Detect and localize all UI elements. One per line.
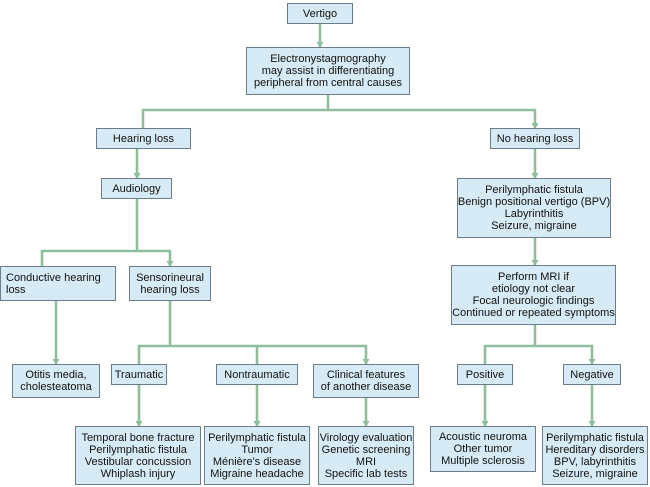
otitis-line: cholesteatoma [20,381,92,393]
list-line: BPV, labyrinthitis [553,455,637,468]
negative-line: Negative [570,368,614,381]
sensorineural-line: Sensorineural [136,271,204,284]
mri-line: Continued or repeated symptoms [452,307,615,319]
audiology-box: Audiology [101,178,172,199]
positive-line: Positive [465,368,505,381]
list-line: Vestibular concussion [84,455,192,468]
conductive-line: Conductive hearing [6,271,101,284]
clinical-features-box: Clinical features of another disease [313,364,419,398]
traumatic-box: Traumatic [111,364,167,385]
list-line: Other tumor [453,443,513,455]
conductive-box: Conductive hearing loss [0,266,116,301]
clinical-list-box: Virology evaluation Genetic screening MR… [318,426,414,485]
list-line: Virology evaluation [319,431,413,444]
no-hearing-loss-line: No hearing loss [496,132,574,145]
sensorineural-box: Sensorineural hearing loss [129,266,211,301]
connector-eng-branch [141,95,535,128]
eng-line: Electronystagmography [270,53,386,65]
conductive-line: loss [6,283,26,296]
nontraumatic-line: Nontraumatic [224,368,290,381]
mri-line: etiology not clear [491,283,576,295]
list-line: Genetic screening [321,443,411,456]
connector-mri-branch [483,325,592,364]
connector-sensorineural-branch [137,301,366,364]
mri-line: Focal neurologic findings [472,295,595,307]
connector-audiology-branch [40,199,170,266]
list-line: Perilymphatic fistula [546,431,644,444]
positive-list-box: Acoustic neuroma Other tumor Multiple sc… [430,426,536,472]
list-line: Benign positional vertigo (BPV) [457,196,611,208]
list-line: Hereditary disorders [545,443,645,456]
list-line: Perilymphatic fistula [208,431,306,444]
list-line: Multiple sclerosis [441,455,525,467]
list-line: Tumor [241,443,273,456]
nontraumatic-box: Nontraumatic [216,364,298,385]
list-line: Acoustic neuroma [438,431,528,443]
hearing-loss-box: Hearing loss [96,128,191,149]
eng-line: peripheral from central causes [254,77,402,89]
eng-line: may assist in differentiating [261,65,395,77]
otitis-line: Otitis media, [25,369,87,381]
list-line: Labyrinthitis [504,208,564,220]
otitis-box: Otitis media, cholesteatoma [12,364,100,398]
vertigo-box: Vertigo [287,3,353,24]
eng-box: Electronystagmography may assist in diff… [246,47,410,95]
vertigo-line: Vertigo [302,7,338,20]
list-line: Temporal bone fracture [81,431,195,444]
positive-box: Positive [457,364,513,385]
list-line: Perilymphatic fistula [485,184,583,196]
perform-mri-box: Perform MRI if etiology not clear Focal … [451,265,616,325]
audiology-line: Audiology [112,182,161,195]
traumatic-list-box: Temporal bone fracture Perilymphatic fis… [75,426,201,485]
negative-box: Negative [563,364,621,385]
list-line: Whiplash injury [100,467,176,480]
traumatic-line: Traumatic [114,368,164,381]
list-line: Ménière's disease [212,455,302,468]
sensorineural-line: hearing loss [140,283,200,296]
perilymphatic-list-box: Perilymphatic fistula Benign positional … [457,178,611,238]
clinical-line: of another disease [320,381,412,393]
no-hearing-loss-box: No hearing loss [490,128,580,149]
list-line: Specific lab tests [324,467,408,480]
clinical-line: Clinical features [326,369,406,381]
negative-list-box: Perilymphatic fistula Hereditary disorde… [542,426,648,485]
list-line: Perilymphatic fistula [89,443,187,456]
nontraumatic-list-box: Perilymphatic fistula Tumor Ménière's di… [204,426,310,485]
list-line: MRI [355,455,377,468]
hearing-loss-line: Hearing loss [112,132,175,145]
list-line: Seizure, migraine [552,467,638,480]
list-line: Migraine headache [210,467,304,480]
mri-line: Perform MRI if [498,271,569,283]
list-line: Seizure, migraine [491,220,577,232]
